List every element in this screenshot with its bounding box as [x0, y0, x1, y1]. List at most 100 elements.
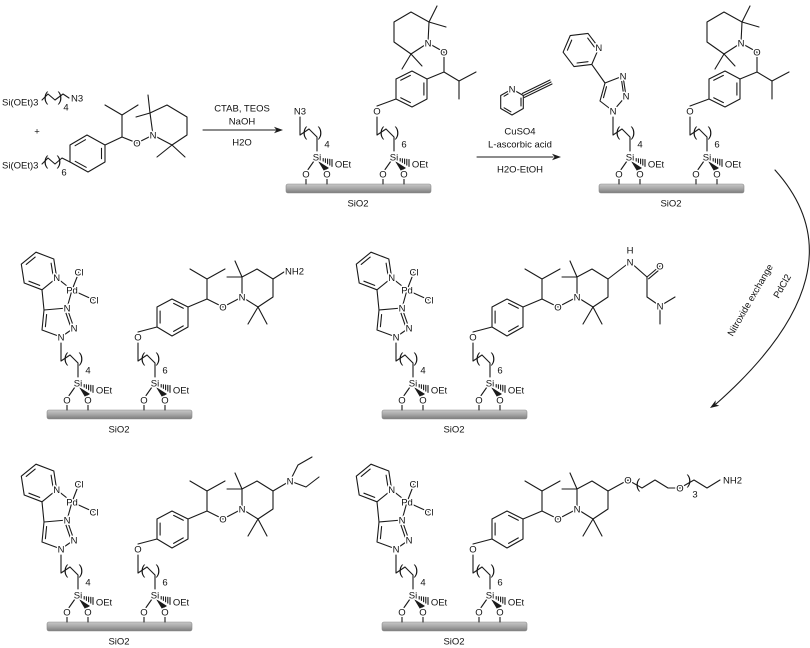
- bond: [522, 298, 543, 308]
- bond: [289, 476, 320, 488]
- piperidine-ring: [241, 268, 274, 308]
- chloride-label: Cl: [410, 479, 419, 490]
- bond: [234, 472, 243, 490]
- step2-solvent: H2O-EtOH: [497, 164, 543, 175]
- chain-bracket-close: ): [156, 561, 161, 577]
- triazole-n1-label: N: [393, 544, 400, 555]
- ethoxy-label: OEt: [431, 597, 448, 608]
- alkyl-chain: [60, 342, 79, 378]
- oxygen-label: O: [713, 169, 720, 180]
- oxygen-label: O: [419, 607, 426, 618]
- bond: [582, 306, 594, 325]
- chain-repeat-count: 4: [637, 139, 642, 150]
- bond: [41, 501, 45, 523]
- support-label: SiO2: [443, 424, 464, 435]
- chain-bracket-open: (: [399, 349, 404, 365]
- bond: [592, 518, 603, 537]
- reactant-alkoxyamine-silane-label: Si(OEt)3: [2, 160, 38, 171]
- chain-repeat-count: 4: [420, 365, 425, 376]
- oxygen-label: O: [398, 607, 405, 618]
- oxygen-label: O: [636, 169, 643, 180]
- bond: [121, 134, 154, 144]
- chain-bracket-close: ): [708, 123, 713, 139]
- double-bond: [576, 61, 589, 64]
- coordination-bond: [391, 277, 408, 291]
- oxygen-label: O: [475, 395, 482, 406]
- pd-cl-bond: [71, 501, 95, 513]
- wedge-bond: [79, 599, 90, 609]
- ethoxy-label: OEt: [412, 159, 429, 170]
- chain-bracket-close: ): [414, 349, 419, 365]
- piperidine-ring: [706, 11, 743, 55]
- azide-label: N3: [294, 106, 306, 117]
- bond: [121, 104, 139, 116]
- piperidine-nitrogen-label: N: [574, 292, 581, 303]
- triazole-n2-label: N: [71, 535, 78, 546]
- chloride-label: Cl: [425, 507, 434, 518]
- piperidine-nitrogen-label: N: [150, 130, 157, 141]
- step3-reagent-pdcl2: PdCl2: [772, 272, 794, 300]
- bond: [289, 456, 313, 482]
- chain-repeat-count: 6: [162, 577, 167, 588]
- double-bond: [360, 256, 371, 265]
- aminoxy-oxygen-label: O: [440, 47, 447, 58]
- triazole-n3-label: N: [620, 71, 627, 82]
- benzene-ring: [491, 510, 524, 549]
- silicon-label: Si: [151, 590, 159, 601]
- double-bond: [74, 139, 87, 147]
- bond: [541, 480, 561, 492]
- ethoxy-label: OEt: [431, 385, 448, 396]
- double-bond: [646, 265, 661, 278]
- double-bond: [713, 74, 724, 81]
- bond: [171, 144, 186, 158]
- bond: [659, 296, 676, 307]
- si-o-bond: [402, 598, 411, 610]
- coordination-bond: [391, 489, 408, 503]
- alkyl-chain: [395, 554, 414, 590]
- chain-bracket-close: ): [57, 152, 62, 168]
- step1-reagent-ctab-teos: CTAB, TEOS: [214, 103, 270, 114]
- bond: [427, 42, 445, 73]
- double-bond: [44, 313, 48, 328]
- wedge-bond: [491, 387, 502, 397]
- bond: [376, 289, 380, 311]
- silica-support: [46, 409, 193, 420]
- bond: [740, 42, 758, 73]
- oxygen-label: O: [84, 395, 91, 406]
- alkyl-chain: [395, 342, 414, 378]
- reaction-arrow-3: [715, 169, 810, 405]
- double-bond: [503, 107, 512, 113]
- double-bond: [50, 474, 54, 488]
- bond: [137, 538, 158, 545]
- support-label: SiO2: [108, 636, 129, 647]
- bond: [104, 136, 123, 146]
- chain-bracket-close: ): [414, 561, 419, 577]
- bond: [443, 71, 477, 82]
- bond: [428, 21, 447, 28]
- bond: [376, 98, 397, 107]
- bond: [524, 268, 543, 300]
- chain-repeat-count: 4: [85, 365, 90, 376]
- double-bond: [713, 97, 724, 104]
- carbonyl-oxygen-label: O: [656, 261, 663, 272]
- double-bond: [65, 524, 71, 538]
- oxygen-label: O: [496, 395, 503, 406]
- chloride-label: Cl: [75, 267, 84, 278]
- piperidine-nitrogen-label: N: [574, 504, 581, 515]
- chain-repeat-count: 4: [85, 577, 90, 588]
- silicon-label: Si: [409, 378, 417, 389]
- arrowhead: [552, 153, 561, 161]
- bond: [591, 63, 606, 84]
- silicon-label: Si: [151, 378, 159, 389]
- bond: [410, 53, 423, 67]
- chain-bracket-open: (: [476, 349, 481, 365]
- bond: [522, 510, 543, 520]
- pd-cl-bond: [406, 271, 415, 291]
- peg-bracket-close: ): [687, 471, 692, 487]
- peg-repeat-count: 3: [692, 489, 697, 500]
- alkyne-bond: [522, 81, 552, 97]
- silicon-label: Si: [409, 590, 417, 601]
- alkyl-chain: [472, 554, 491, 590]
- palladium-label: Pd: [66, 497, 78, 508]
